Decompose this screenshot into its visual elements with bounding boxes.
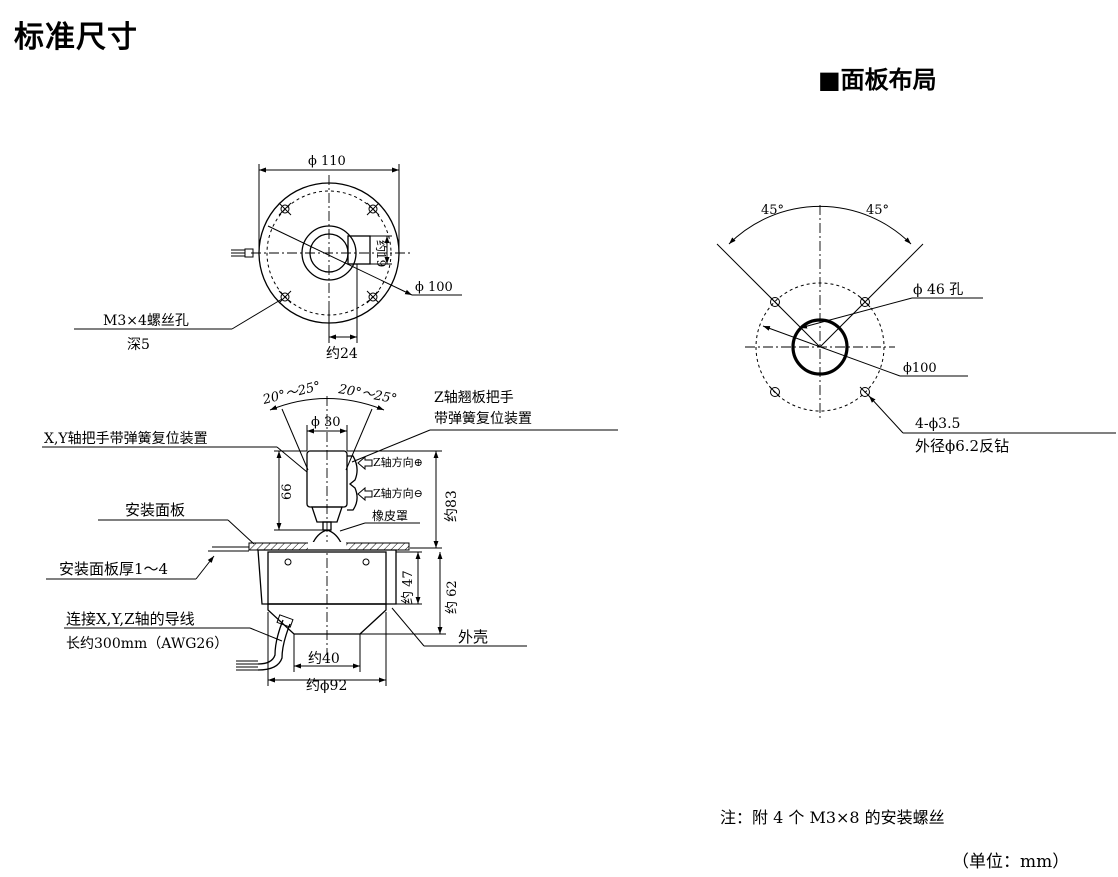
arrow-left-icon: [357, 455, 373, 471]
label-z-lever-1: Z轴翘板把手: [434, 390, 514, 406]
dim-66: 66: [280, 483, 295, 500]
dim-19: 约19: [374, 240, 389, 267]
mounting-hole-icon: [859, 296, 871, 308]
label-housing: 外壳: [458, 628, 488, 646]
dim-phi110: ϕ 110: [308, 154, 346, 169]
dim-panel-phi100: ϕ100: [903, 361, 937, 376]
angle-right: 20°～25°: [336, 382, 398, 407]
label-z-minus: Z轴方向⊖: [373, 486, 423, 500]
dim-62: 约 62: [445, 580, 460, 614]
label-z-plus: Z轴方向⊕: [373, 455, 423, 469]
dim-phi30: ϕ 30: [311, 415, 341, 430]
arrow-left-icon: [357, 486, 373, 502]
label-rubber: 橡皮罩: [372, 509, 408, 523]
dim-83: 约83: [444, 490, 460, 522]
unit-text: （单位：mm）: [952, 852, 1070, 872]
dim-92: 约ϕ92: [306, 678, 347, 694]
lever-tab: [347, 235, 371, 265]
label-wire-1: 连接X,Y,Z轴的导线: [66, 610, 195, 628]
label-depth: 深5: [127, 337, 150, 353]
label-xy-lever: X,Y轴把手带弹簧复位装置: [44, 430, 208, 447]
page-title: 标准尺寸: [14, 20, 138, 55]
wire-connector-icon: [231, 248, 259, 258]
dim-phi46: ϕ 46 孔: [913, 282, 963, 298]
side-view: 20°～25° 20°～25° ϕ 30: [42, 379, 618, 694]
screw-hole-icon: [366, 290, 380, 304]
mounting-hole-icon: [769, 296, 781, 308]
cable: [257, 619, 284, 665]
mounting-hole-icon: [769, 386, 781, 398]
label-holes: 4-ϕ3.5: [915, 416, 960, 432]
rubber-boot: [311, 529, 343, 546]
dim-40: 约40: [308, 651, 340, 667]
screw-hole-icon: [366, 202, 380, 216]
angle-45-left: 45°: [761, 203, 784, 218]
label-screw-hole: M3×4螺丝孔: [103, 313, 189, 329]
angle-45-right: 45°: [866, 203, 889, 218]
dim-47: 约 47: [401, 570, 416, 604]
label-panel-thickness: 安装面板厚1～4: [59, 560, 168, 578]
screw-hole-icon: [278, 290, 292, 304]
panel-layout-title: ■面板布局: [818, 66, 937, 94]
label-countersink: 外径ϕ6.2反钻: [915, 437, 1009, 455]
label-z-lever-2: 带弹簧复位装置: [434, 410, 532, 427]
mounting-hole-icon: [859, 386, 871, 398]
label-panel: 安装面板: [125, 501, 185, 519]
note-text: 注：附 4 个 M3×8 的安装螺丝: [720, 808, 945, 827]
dim-24: 约24: [326, 346, 358, 362]
panel-layout: 45° 45° ϕ 46 孔 ϕ100 4-ϕ3.5 外径ϕ6.2反钻: [716, 203, 1116, 455]
top-view: ϕ 110 ϕ 100 约19 约24 M3×4螺丝孔 深5: [74, 154, 462, 362]
screw-hole-icon: [278, 202, 292, 216]
angle-left: 20°～25°: [260, 379, 322, 408]
dim-phi100: ϕ 100: [415, 280, 453, 295]
label-wire-2: 长约300mm（AWG26）: [66, 636, 228, 652]
z-rocker-lever: [347, 455, 358, 511]
